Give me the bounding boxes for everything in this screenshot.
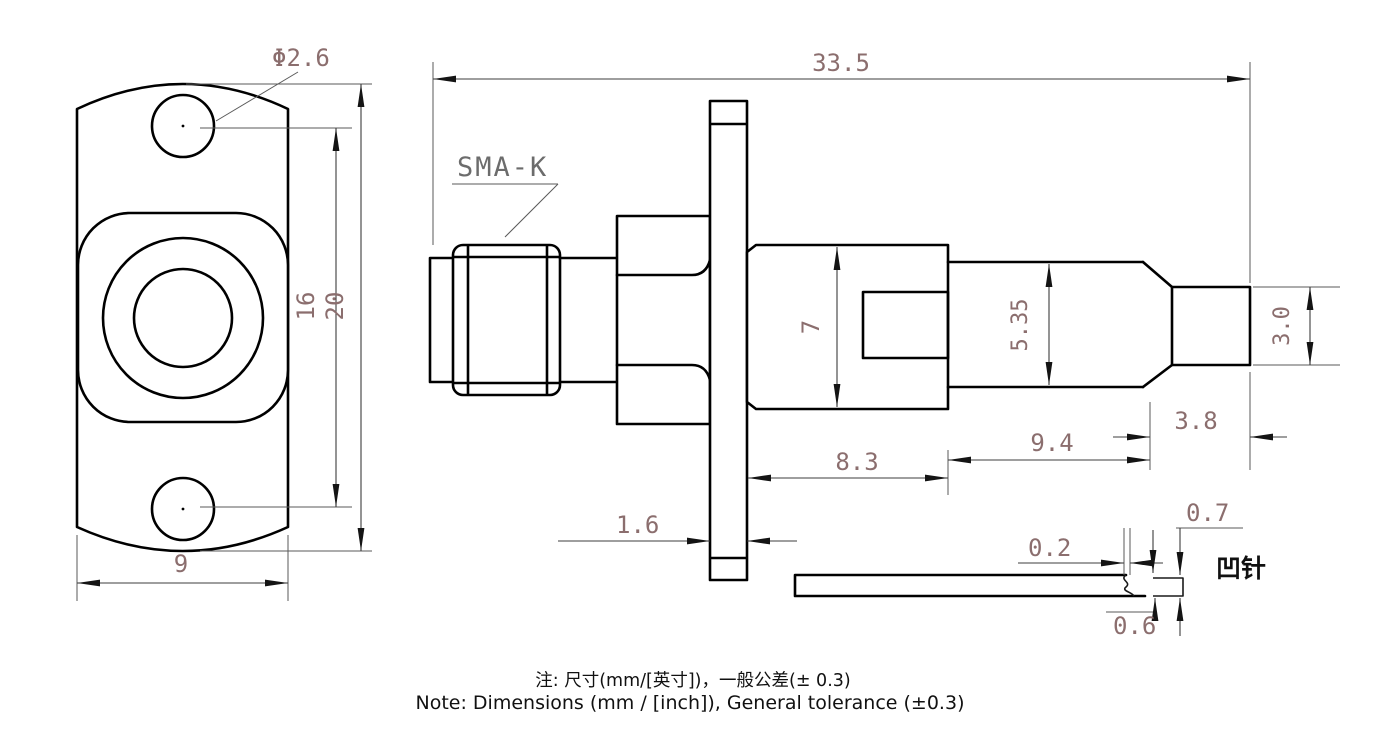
- dim-step-bottom: 0.6: [1106, 598, 1184, 640]
- connector-type-callout: SMA-K: [452, 152, 559, 238]
- dim-hole-spacing-label: 16: [292, 292, 320, 321]
- connector-type-label: SMA-K: [457, 152, 548, 183]
- dim-flange-thickness-label: 1.6: [616, 511, 659, 539]
- front-view: Φ2.6 16 20 9: [75, 44, 372, 601]
- pin-detail: 0.2 0.7 0.6 凹针: [793, 499, 1266, 640]
- dim-step-bottom-label: 0.6: [1113, 612, 1156, 640]
- dim-recess-depth-label: 0.2: [1028, 534, 1071, 562]
- hole-center-mark-bottom: [181, 507, 185, 511]
- dim-shaft-length: 9.4: [948, 402, 1151, 470]
- dim-hex-body-width: 7: [797, 247, 841, 407]
- tip-section: [1170, 285, 1252, 367]
- dim-overall-length-label: 33.5: [812, 49, 870, 77]
- dim-hole-spacing: 16: [200, 127, 352, 508]
- recessed-pin: [1153, 577, 1184, 597]
- hole-center-mark-top: [181, 124, 185, 128]
- dim-tip-length: 3.8: [1113, 372, 1287, 470]
- hex-body: [615, 214, 712, 426]
- recessed-pin-label: 凹针: [1216, 554, 1266, 583]
- dim-tip-diameter: 3.0: [1253, 286, 1340, 366]
- dim-tip-length-label: 3.8: [1174, 407, 1217, 435]
- dim-shaft-length-label: 9.4: [1030, 429, 1073, 457]
- dim-recess-depth: 0.2: [1018, 528, 1163, 575]
- dim-flange-height-label: 20: [321, 292, 349, 321]
- thread-end: [428, 256, 458, 384]
- dim-hole-diameter-label: Φ2.6: [272, 44, 330, 72]
- dim-shaft-diameter-label: 5.35: [1008, 299, 1033, 352]
- dim-body-length-label: 8.3: [835, 448, 878, 476]
- dim-tip-diameter-label: 3.0: [1270, 306, 1295, 346]
- boss-bore-circle: [132, 267, 234, 369]
- side-view: 33.5 SMA-K 7: [428, 49, 1340, 582]
- dim-flange-thickness: 1.6: [558, 511, 797, 545]
- taper-edge: [1141, 260, 1174, 289]
- dim-flange-width-label: 9: [174, 550, 188, 578]
- drawing-notes: 注: 尺寸(mm/[英寸])，一般公差(± 0.3) Note: Dimensi…: [416, 671, 965, 714]
- leader-line: [215, 71, 299, 122]
- dim-body-length: 8.3: [748, 448, 949, 495]
- rear-body: [745, 243, 950, 411]
- break-line: [1123, 574, 1135, 597]
- taper-edge: [1141, 363, 1174, 389]
- flange-plate-side: [708, 99, 749, 582]
- dim-step-top-label: 0.7: [1186, 499, 1229, 527]
- dim-hex-body-width-label: 7: [797, 320, 825, 334]
- body-slot: [861, 290, 950, 360]
- dim-flange-height: 20: [186, 83, 372, 552]
- dim-step-top: 0.7: [1149, 499, 1243, 575]
- dim-shaft-diameter: 5.35: [1008, 264, 1053, 385]
- note-line-en: Note: Dimensions (mm / [inch]), General …: [416, 692, 965, 714]
- substrate-bar: [793, 573, 1147, 598]
- dim-overall-length: 33.5: [432, 49, 1251, 283]
- dim-hole-diameter: Φ2.6: [215, 44, 330, 122]
- note-line-zh: 注: 尺寸(mm/[英寸])，一般公差(± 0.3): [535, 671, 850, 691]
- leader-line: [504, 183, 559, 238]
- dim-flange-width: 9: [76, 535, 289, 601]
- coupling-nut: [451, 243, 562, 397]
